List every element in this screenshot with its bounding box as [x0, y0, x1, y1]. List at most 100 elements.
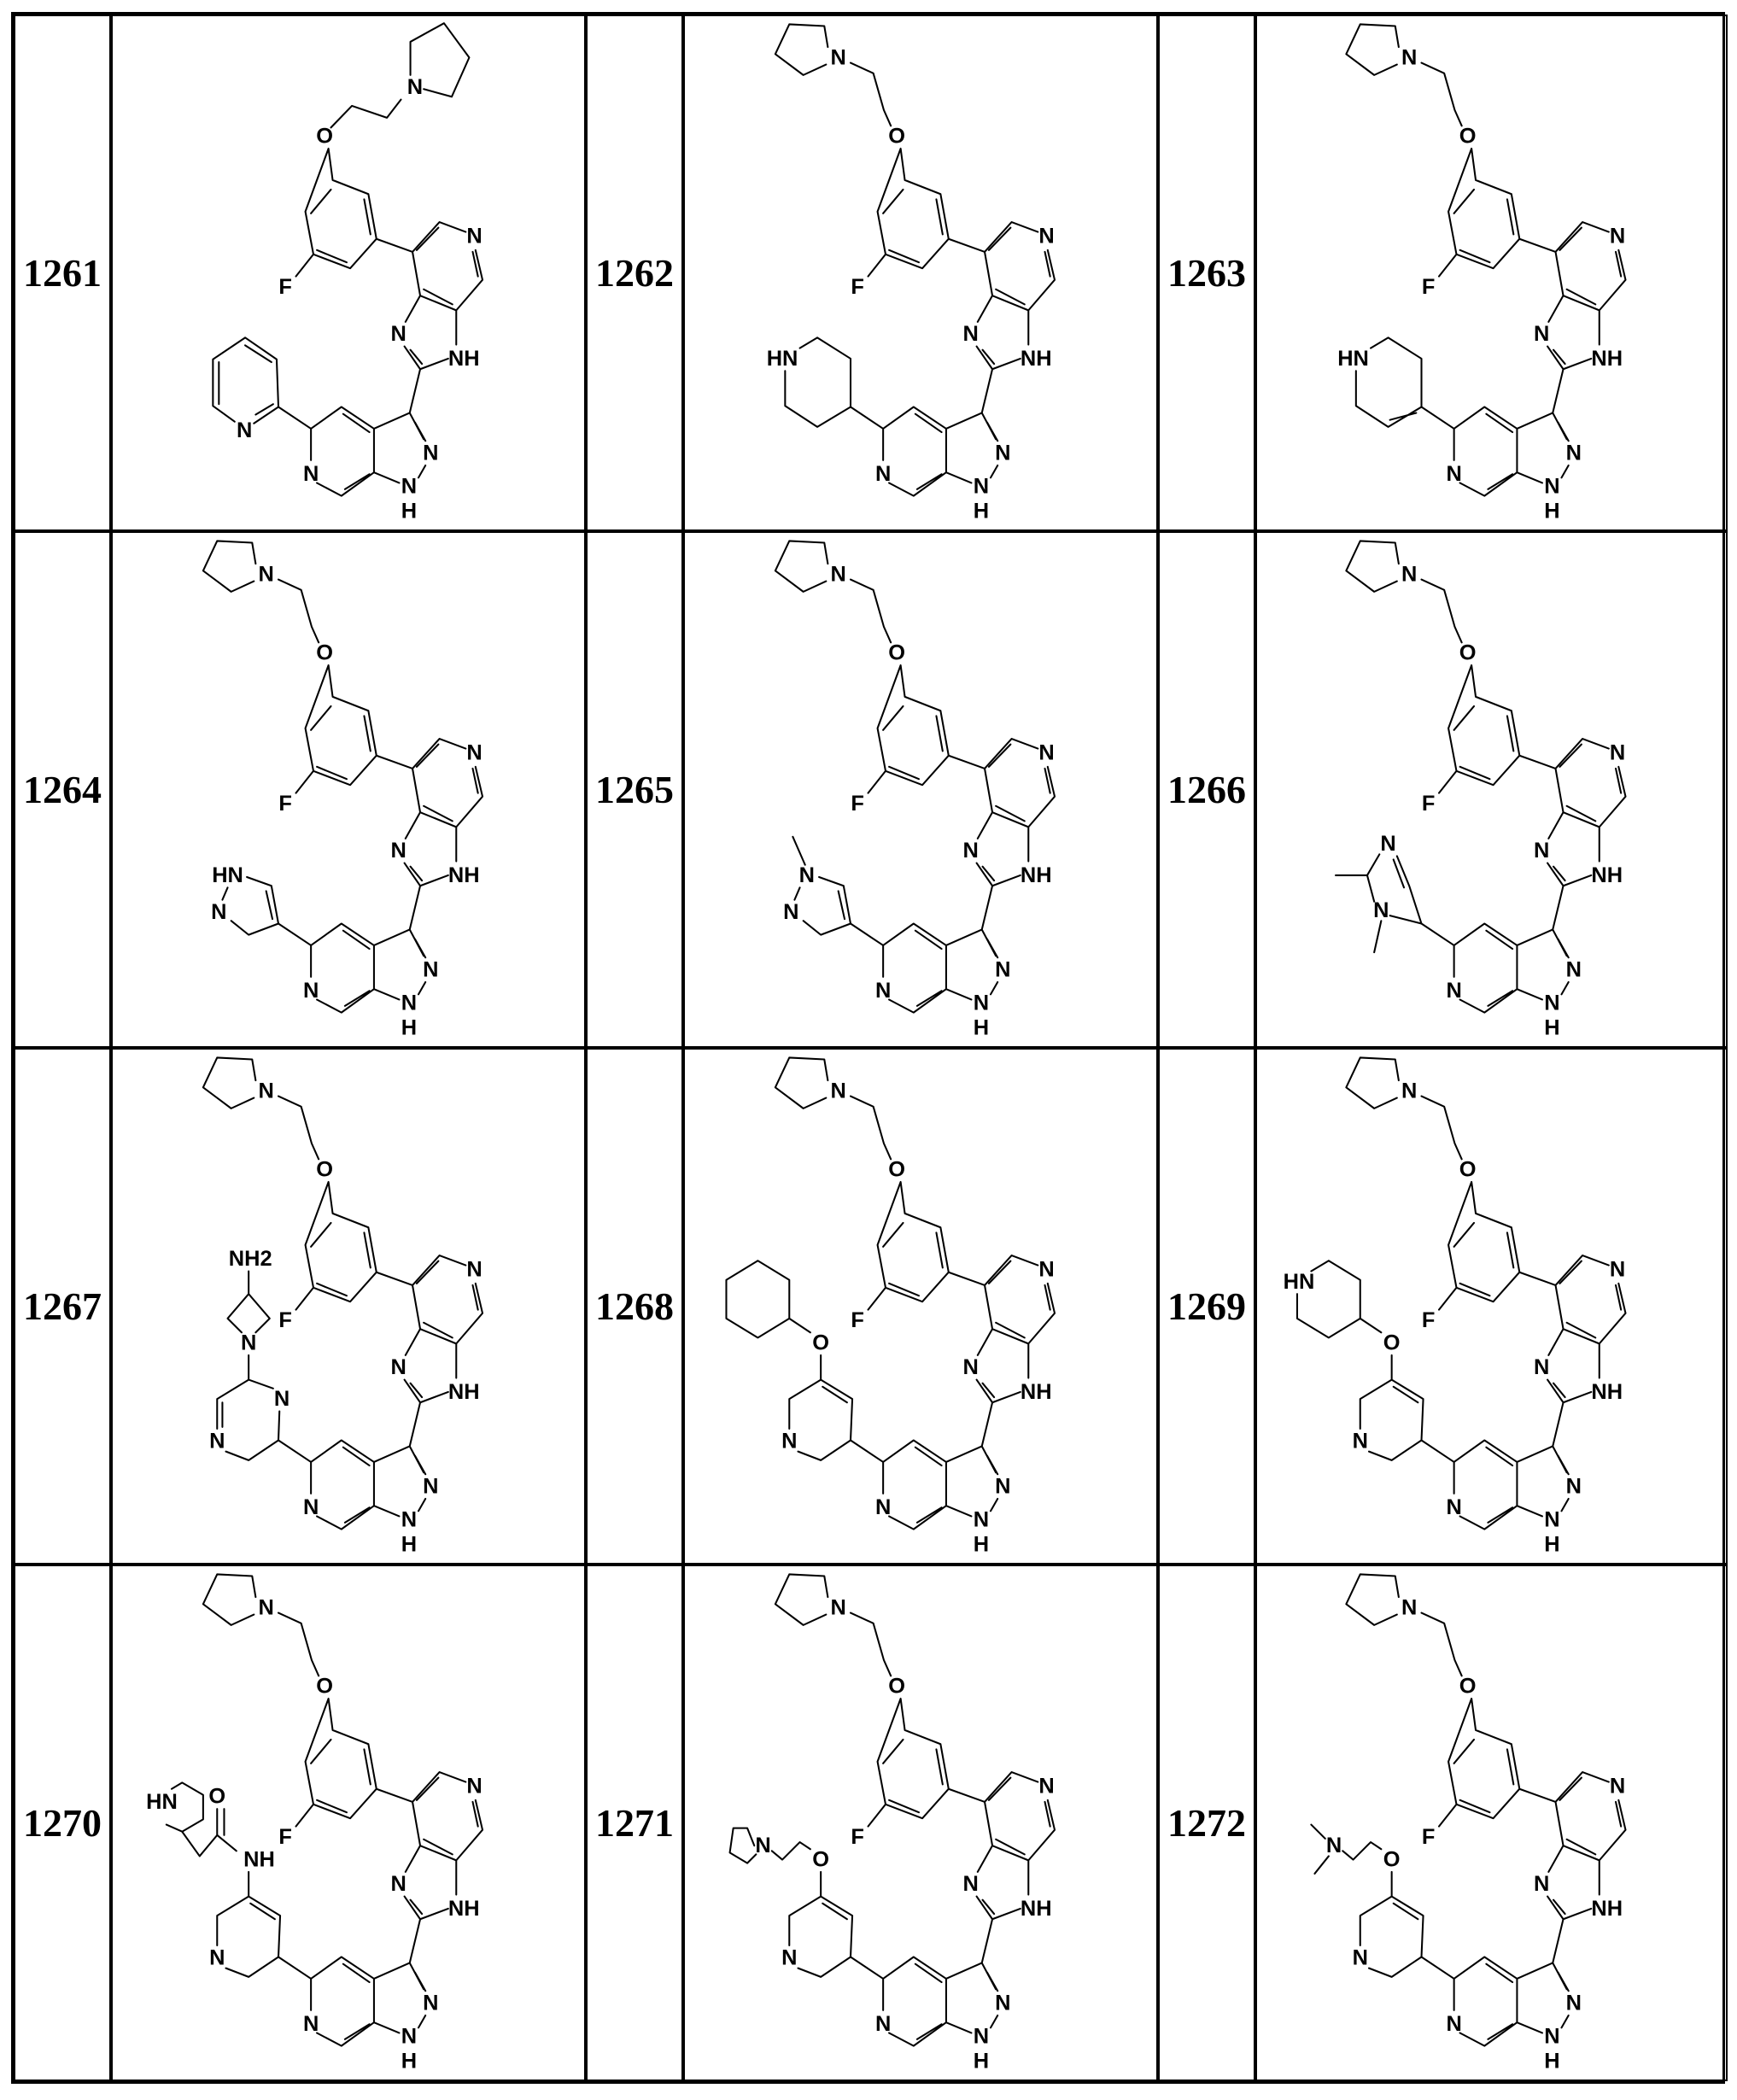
- atom-label: N: [1566, 442, 1582, 465]
- atom-label: H: [974, 1532, 989, 1556]
- atom-label: N: [1038, 224, 1054, 248]
- atom-label: O: [812, 1331, 829, 1355]
- atom-label: F: [1422, 1825, 1436, 1849]
- atom-label: N: [962, 1872, 978, 1896]
- atom-label: N: [1610, 1257, 1625, 1281]
- atom-label: N: [875, 979, 891, 1003]
- atom-label: N: [974, 992, 989, 1015]
- atom-label: N: [830, 1079, 845, 1103]
- atom-label: HN: [1284, 1270, 1315, 1294]
- atom-label: N: [1610, 1774, 1625, 1798]
- atom-label: HN: [767, 347, 798, 371]
- atom-label: N: [1401, 1595, 1417, 1619]
- atom-label: N: [830, 1595, 845, 1619]
- atom-label: N: [1401, 562, 1417, 586]
- atom-label: N: [303, 462, 319, 486]
- atom-label: N: [423, 958, 438, 982]
- pyrrolidinylethoxy-bonds: [1346, 1574, 1461, 1676]
- atom-label: H: [1544, 2049, 1559, 2073]
- substituent-bonds: [217, 1272, 279, 1460]
- compound-structure: NOFNNNHNNHNNN: [1255, 531, 1728, 1048]
- atom-label: N: [1544, 1508, 1559, 1532]
- atom-label: F: [851, 275, 864, 299]
- atom-label: N: [258, 1079, 273, 1103]
- atom-label: NH: [1591, 1897, 1623, 1921]
- atom-label: O: [316, 125, 333, 149]
- atom-label: NH: [1021, 347, 1052, 371]
- atom-label: H: [974, 1015, 989, 1039]
- atom-label: N: [401, 992, 417, 1015]
- atom-label: N: [423, 442, 438, 465]
- atom-label: H: [1544, 1015, 1559, 1039]
- compound-id: 1267: [14, 1048, 111, 1565]
- compound-structure: NOFNNNHNNHNNON: [683, 1565, 1158, 2081]
- atom-label: N: [1534, 839, 1549, 863]
- atom-label: O: [812, 1848, 829, 1872]
- core-scaffold-bonds: [851, 1182, 1055, 1530]
- structure-drawing: NOFNNNHNNHNNNHOHN: [113, 1566, 584, 2080]
- atom-label: H: [974, 499, 989, 523]
- atom-label: F: [278, 1825, 292, 1849]
- core-scaffold-bonds: [278, 1182, 482, 1530]
- atom-label: N: [466, 1774, 482, 1798]
- compound-id: 1266: [1158, 531, 1255, 1048]
- atom-label: N: [258, 562, 273, 586]
- compound-structure: NOFNNNHNNHNNNNNH2: [111, 1048, 586, 1565]
- atom-label: HN: [1337, 347, 1369, 371]
- atom-label: N: [1610, 740, 1625, 764]
- atom-label: N: [1353, 1429, 1368, 1453]
- pyrrolidinylethoxy-bonds: [331, 23, 470, 127]
- atom-label: N: [995, 1475, 1010, 1499]
- compound-structure: NOFNNNHNNHNNOHN: [1255, 1048, 1728, 1565]
- compound-id: 1269: [1158, 1048, 1255, 1565]
- atom-label: F: [1422, 792, 1436, 816]
- atom-label: N: [1038, 740, 1054, 764]
- atom-label: N: [390, 1355, 406, 1379]
- atom-label: N: [1534, 1355, 1549, 1379]
- atom-label: NH: [448, 1380, 480, 1404]
- atom-label: N: [1566, 1475, 1582, 1499]
- atom-label: O: [1383, 1331, 1401, 1355]
- atom-label: NH: [448, 863, 480, 887]
- atom-label: N: [962, 322, 978, 346]
- compound-structure: NOFNNNHNNHNNO: [683, 1048, 1158, 1565]
- atom-label: N: [799, 863, 815, 887]
- atom-label: F: [278, 275, 292, 299]
- pyrrolidinylethoxy-bonds: [775, 1057, 891, 1159]
- atom-label: N: [1544, 992, 1559, 1015]
- atom-label: N: [1038, 1774, 1054, 1798]
- compound-id: 1261: [14, 15, 111, 531]
- atom-label: N: [875, 462, 891, 486]
- atom-label: O: [208, 1785, 225, 1809]
- compound-structure: NOFNNNHNNHNHN: [1255, 15, 1728, 531]
- atom-label: N: [1446, 462, 1461, 486]
- atom-label: N: [1566, 958, 1582, 982]
- atom-label: N: [401, 2025, 417, 2049]
- atom-label: N: [274, 1387, 290, 1411]
- atom-label: N: [423, 1475, 438, 1499]
- atom-label: F: [851, 1308, 864, 1332]
- pyrrolidinylethoxy-bonds: [775, 541, 891, 642]
- atom-label: N: [1353, 1945, 1368, 1969]
- core-scaffold-bonds: [278, 1699, 482, 2046]
- atom-label: NH: [1591, 863, 1623, 887]
- structure-drawing: NOFNNNHNNHNN: [113, 16, 584, 529]
- core-scaffold-bonds: [851, 665, 1055, 1013]
- atom-label: H: [974, 2049, 989, 2073]
- atom-label: O: [1459, 1675, 1477, 1699]
- atom-label: N: [407, 75, 423, 99]
- atom-label: N: [875, 1495, 891, 1519]
- substituent-bonds: [213, 337, 278, 423]
- atom-label: H: [401, 2049, 417, 2073]
- compound-id: 1268: [586, 1048, 683, 1565]
- atom-label: NH: [448, 1897, 480, 1921]
- atom-label: N: [1610, 224, 1625, 248]
- atom-label: N: [1446, 979, 1461, 1003]
- atom-label: N: [1446, 1495, 1461, 1519]
- compound-structure: NOFNNNHNNHNHN: [683, 15, 1158, 531]
- structure-drawing: NOFNNNHNNHNNO: [685, 1050, 1156, 1563]
- atom-label: NH: [243, 1848, 275, 1872]
- atom-label: O: [316, 641, 333, 665]
- atom-label: NH: [448, 347, 480, 371]
- compound-id: 1270: [14, 1565, 111, 2081]
